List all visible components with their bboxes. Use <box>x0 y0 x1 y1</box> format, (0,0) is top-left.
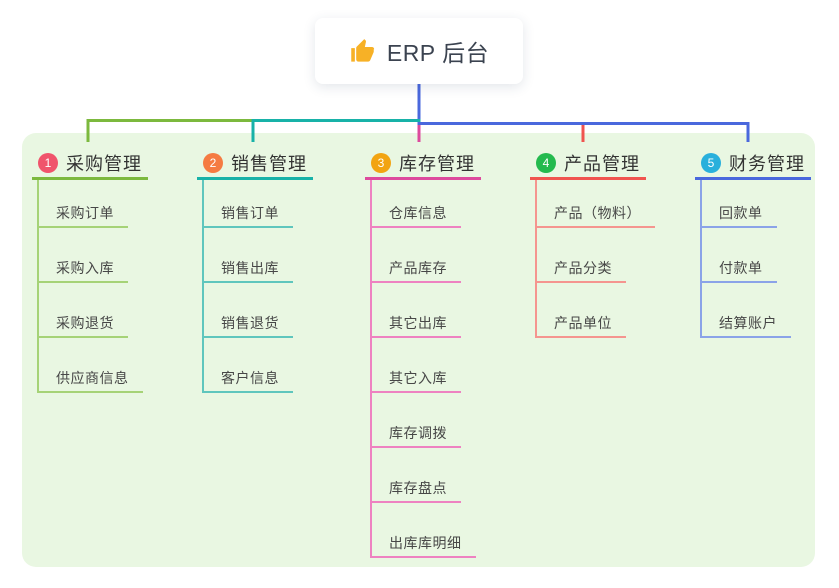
child-topic[interactable]: 结算账户 <box>700 314 791 338</box>
child-topic[interactable]: 库存盘点 <box>370 479 461 503</box>
branch-number-badge: 5 <box>701 153 721 173</box>
branch-topic[interactable]: 5 财务管理 <box>695 149 811 180</box>
child-topic[interactable]: 采购入库 <box>37 259 128 283</box>
branch-title-label: 产品管理 <box>564 154 640 174</box>
child-topic[interactable]: 仓库信息 <box>370 204 461 228</box>
child-topic[interactable]: 出库库明细 <box>370 534 476 558</box>
child-topic[interactable]: 其它入库 <box>370 369 461 393</box>
root-topic-label: ERP 后台 <box>386 40 490 66</box>
child-topic[interactable]: 客户信息 <box>202 369 293 393</box>
child-topic[interactable]: 回款单 <box>700 204 777 228</box>
branches-panel <box>22 133 815 567</box>
branch-number-badge: 2 <box>203 153 223 173</box>
branch-title-label: 财务管理 <box>729 154 805 174</box>
root-topic[interactable]: ERP 后台 <box>315 18 523 84</box>
child-topic[interactable]: 销售出库 <box>202 259 293 283</box>
child-topic[interactable]: 供应商信息 <box>37 369 143 393</box>
branch-title-label: 采购管理 <box>66 154 142 174</box>
branch-number-badge: 1 <box>38 153 58 173</box>
branch-topic[interactable]: 4 产品管理 <box>530 149 646 180</box>
connector-line <box>202 180 204 393</box>
branch-number-badge: 3 <box>371 153 391 173</box>
connector-line <box>535 180 537 338</box>
child-topic[interactable]: 销售订单 <box>202 204 293 228</box>
child-topic[interactable]: 库存调拨 <box>370 424 461 448</box>
connector-line <box>37 180 39 393</box>
connector-line <box>417 122 750 142</box>
branch-topic[interactable]: 2 销售管理 <box>197 149 313 180</box>
child-topic[interactable]: 付款单 <box>700 259 777 283</box>
branch-topic[interactable]: 1 采购管理 <box>32 149 148 180</box>
child-topic[interactable]: 产品分类 <box>535 259 626 283</box>
thumbs-up-icon <box>351 38 375 62</box>
child-topic[interactable]: 产品库存 <box>370 259 461 283</box>
branch-title-label: 销售管理 <box>231 154 307 174</box>
connector-line <box>370 180 372 558</box>
branch-title-label: 库存管理 <box>399 154 475 174</box>
child-topic[interactable]: 销售退货 <box>202 314 293 338</box>
branch-topic[interactable]: 3 库存管理 <box>365 149 481 180</box>
child-topic[interactable]: 产品单位 <box>535 314 626 338</box>
branch-number-badge: 4 <box>536 153 556 173</box>
child-topic[interactable]: 采购退货 <box>37 314 128 338</box>
child-topic[interactable]: 其它出库 <box>370 314 461 338</box>
connector-line <box>700 180 702 338</box>
child-topic[interactable]: 采购订单 <box>37 204 128 228</box>
child-topic[interactable]: 产品（物料） <box>535 204 655 228</box>
connector-line <box>251 119 421 142</box>
